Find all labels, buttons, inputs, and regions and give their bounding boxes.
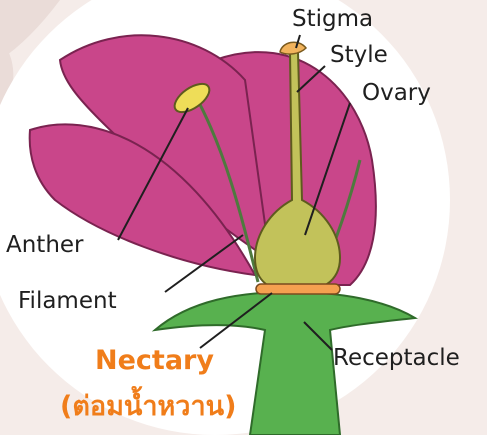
nectary (256, 284, 340, 294)
style-label: Style (330, 44, 388, 67)
ovary-label: Ovary (362, 82, 431, 105)
nectary-label: Nectary (95, 347, 214, 374)
filament-label: Filament (18, 290, 117, 313)
receptacle-label: Receptacle (333, 347, 460, 370)
stigma-label: Stigma (292, 8, 373, 31)
anther-label: Anther (6, 234, 84, 257)
nectary-thai-label: (ต่อมน้ำหวาน) (60, 393, 236, 420)
